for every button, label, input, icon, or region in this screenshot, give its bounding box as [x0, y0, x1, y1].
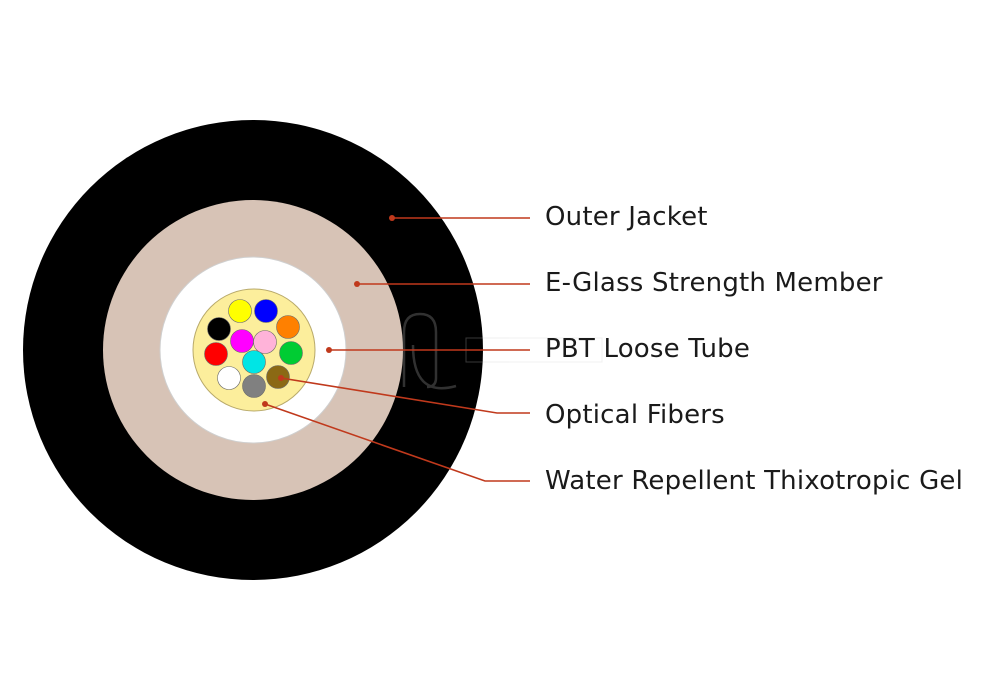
- label-outer-jacket: Outer Jacket: [545, 202, 708, 232]
- optical-fiber: [204, 342, 228, 366]
- callout-leader-lines: [262, 215, 530, 482]
- leader-dot: [326, 347, 332, 353]
- leader-dot: [354, 281, 360, 287]
- label-optical-fibers: Optical Fibers: [545, 400, 725, 430]
- leader-line: [264, 403, 530, 482]
- optical-fiber: [207, 317, 231, 341]
- optical-fiber-bundle: [204, 299, 303, 398]
- optical-fiber: [242, 350, 266, 374]
- optical-fiber: [230, 329, 254, 353]
- optical-fiber: [228, 299, 252, 323]
- optical-fiber: [276, 315, 300, 339]
- leader-dot: [389, 215, 395, 221]
- label-thixotropic-gel: Water Repellent Thixotropic Gel: [545, 466, 964, 496]
- optical-fiber: [266, 365, 290, 389]
- optical-fiber: [242, 374, 266, 398]
- optical-fiber: [279, 341, 303, 365]
- label-loose-tube: PBT Loose Tube: [545, 334, 751, 364]
- leader-dot: [262, 401, 268, 407]
- optical-fiber: [253, 330, 277, 354]
- optical-fiber: [254, 299, 278, 323]
- optical-fiber: [217, 366, 241, 390]
- leader-line: [280, 377, 530, 414]
- label-strength-member: E-Glass Strength Member: [545, 268, 883, 298]
- leader-dot: [278, 375, 284, 381]
